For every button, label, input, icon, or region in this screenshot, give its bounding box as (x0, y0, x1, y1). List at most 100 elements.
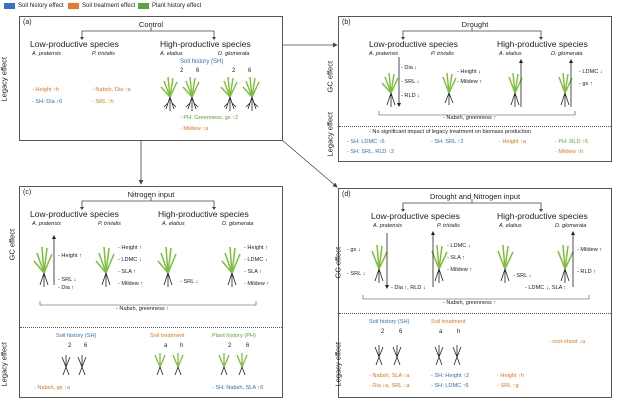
label-a: a (439, 329, 443, 335)
b-height: - Height ↓ (457, 69, 481, 75)
soil-history-label: Soil history (SH) (180, 59, 224, 65)
num-2: 2 (68, 343, 72, 349)
species-a-pratensis: A. pratensis (32, 221, 62, 227)
legacy-effect-label-c: Legacy effect (0, 342, 9, 387)
species-d-glomerata: D. glomerata (218, 51, 250, 57)
panel-c-letter: (c) (23, 189, 32, 196)
species-a-elatius: A. elatius (499, 51, 522, 57)
species-d-glomerata: D. glomerata (551, 51, 583, 57)
panel-d-plants (362, 231, 590, 366)
plant-icon (160, 76, 178, 111)
b-no-significant: - No significant impact of legacy treatm… (369, 129, 531, 135)
label-a: a (164, 343, 168, 349)
divider (339, 313, 611, 314)
gc-effect-label-b: GC effect (325, 60, 335, 93)
species-p-trivialis: P. trivialis (437, 223, 460, 229)
d-ldmc: - LDMC ↓ (447, 243, 471, 249)
panel-a-letter: (a) (23, 19, 32, 26)
d-d-mildew: - Mildew ↑ (577, 247, 603, 253)
label-h: h (457, 329, 461, 335)
c-plant-history: Plant history (PH) (212, 333, 256, 339)
gc-effect-label-d: GC effect (333, 246, 343, 279)
c-p-height: - Height ↑ (118, 245, 142, 251)
num-6: 6 (399, 329, 403, 335)
a-ph: - PH: Greenness, gs ↑2 (180, 115, 239, 121)
num-6: 6 (196, 68, 200, 74)
b-mildew: - Mildew ↑ (457, 79, 483, 85)
c-d-ldmc: - LDMC ↓ (244, 257, 268, 263)
legend-soil-history: Soil history effect (4, 3, 64, 9)
d-soil-treatment: Soil treatment (431, 319, 466, 325)
a-srl: - SRL ↑h (92, 99, 114, 105)
c-nabsh-gs: - Nabsh, gs ↑a (34, 385, 71, 391)
panel-a-low-group: Low-productive species (30, 39, 119, 49)
c-nabsh-greenness: - Nabsh, greenness ↑ (116, 306, 170, 312)
c-p-sla: - SLA ↑ (118, 269, 137, 275)
gc-effect-label-c: GC effect (7, 228, 17, 261)
d-nabsh-sla: - Nabsh, SLA ↑a (369, 373, 410, 379)
c-sh-nabsh-sla: - SH: Nabsh, SLA ↑6 (212, 385, 264, 391)
panel-d-low-group: Low-productive species (371, 211, 460, 221)
panel-b: (b) Drought Low-productive species High-… (338, 16, 612, 162)
divider (20, 327, 282, 328)
legacy-effect-label-b: Legacy effect (325, 112, 335, 157)
plant-icon (220, 76, 238, 111)
d-root-shoot: - root-shoot ↓a (549, 339, 586, 345)
panel-d: (d) Drought and Nitrogen input Low-produ… (338, 188, 612, 398)
panel-a-bracket (80, 27, 216, 40)
num-6: 6 (84, 343, 88, 349)
b-srl: - SRL ↓ (401, 79, 420, 85)
d-nabsh-greenness: - Nabsh, greenness ↑ (443, 300, 497, 306)
species-a-elatius: A. elatius (499, 223, 522, 229)
b-sh-ldmc: - SH: LDMC ↑6 (347, 139, 385, 145)
b-gs: - gs ↑ (579, 81, 593, 87)
d-sh-ldmc: - SH: LDMC ↑6 (431, 383, 469, 389)
legend-plant-history: Plant history effect (138, 3, 201, 9)
b-ph-rld: - PH: RLD ↑6 (555, 139, 588, 145)
panel-d-high-group: High-productive species (497, 211, 588, 221)
legend-soil-treatment: Soil treatment effect (68, 3, 135, 9)
b-nabsh-greenness: - Nabsh, greenness ↑ (443, 115, 497, 121)
legacy-effect-label-a: Legacy effect (0, 57, 9, 102)
b-rld: - RLD ↓ (401, 93, 420, 99)
b-dia: - Dia ↓ (401, 65, 418, 71)
d-d-ldmc-sla: - LDMC ↓, SLA ↑ (525, 285, 567, 291)
panel-b-low-group: Low-productive species (369, 39, 458, 49)
c-srl: - SRL ↓ (58, 277, 77, 283)
a-height: - Height ↑h (32, 87, 60, 93)
num-2: 2 (381, 329, 385, 335)
panel-b-high-group: High-productive species (497, 39, 588, 49)
panel-a: (a) Control Low-productive species High-… (19, 16, 283, 141)
plant-icon (242, 76, 260, 111)
b-height-a: - Height ↑a (499, 139, 527, 145)
num-2: 2 (180, 68, 184, 74)
d-sh-height: - SH: Height ↑2 (431, 373, 469, 379)
d-soil-history: Soil history (SH) (369, 319, 410, 325)
c-soil-treatment: Soil treatment (150, 333, 185, 339)
panel-c-bracket (80, 197, 216, 210)
species-a-elatius: A. elatius (160, 51, 183, 57)
divider (339, 126, 611, 127)
d-dia-srl: - Dia ↓a, SRL ↓a (369, 383, 410, 389)
c-dia: - Dia ↑ (58, 285, 75, 291)
d-srl: - SRL ↓ (347, 271, 366, 277)
d-dia-rld: - Dia ↑, RLD ↓ (391, 285, 426, 291)
panel-d-letter: (d) (342, 191, 351, 198)
species-a-elatius: A. elatius (162, 221, 185, 227)
legacy-effect-label-d: Legacy effect (333, 342, 343, 387)
species-a-pratensis: A. pratensis (32, 51, 62, 57)
label-h: h (180, 343, 184, 349)
b-ldmc: - LDMC ↓ (579, 69, 603, 75)
a-nabsh: - Nabsh, Dia ↑a (92, 87, 131, 93)
species-a-pratensis: A. pratensis (369, 51, 399, 57)
d-srl-g: - SRL ↑g (497, 383, 519, 389)
num-6: 6 (248, 68, 252, 74)
d-mildew: - Mildew ↑ (447, 267, 473, 273)
c-height: - Height ↑ (58, 253, 82, 259)
panel-b-bracket (401, 27, 543, 40)
num-2: 2 (232, 68, 236, 74)
d-d-rld: - RLD ↑ (577, 269, 596, 275)
b-sh-srl: - SH: SRL ↑2 (431, 139, 464, 145)
species-p-trivialis: P. trivialis (98, 221, 121, 227)
species-d-glomerata: D. glomerata (222, 221, 254, 227)
